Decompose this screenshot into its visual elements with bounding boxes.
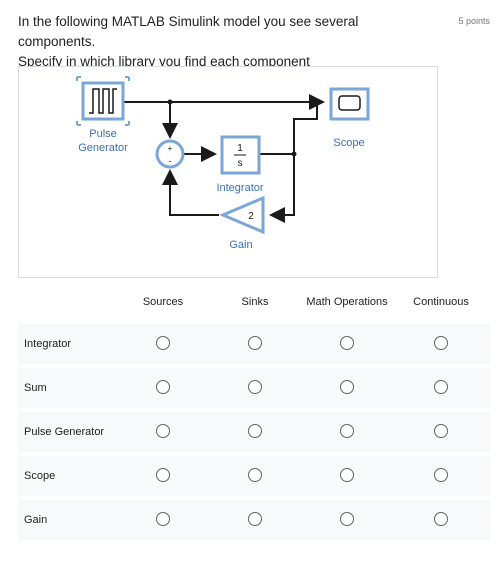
radio-scope-continuous[interactable] bbox=[434, 468, 448, 482]
grid-row-gain: Gain bbox=[18, 500, 490, 540]
row-label: Sum bbox=[24, 382, 47, 394]
radio-scope-sinks[interactable] bbox=[248, 468, 262, 482]
radio-pulse-generator-continuous[interactable] bbox=[434, 424, 448, 438]
radio-sum-continuous[interactable] bbox=[434, 380, 448, 394]
simulink-diagram: Pulse Generator + - 1 s Integrator Scope… bbox=[18, 66, 438, 278]
integrator-denominator: s bbox=[238, 158, 243, 169]
scope-label: Scope bbox=[333, 137, 364, 149]
question-line-2: Specify in which library you find each c… bbox=[18, 54, 310, 69]
column-header-continuous: Continuous bbox=[413, 296, 469, 308]
scope-screen-icon bbox=[338, 95, 361, 111]
scope-block: Scope bbox=[329, 87, 370, 149]
column-header-math-operations: Math Operations bbox=[306, 296, 388, 308]
grid-row-scope: Scope bbox=[18, 456, 490, 496]
radio-integrator-continuous[interactable] bbox=[434, 336, 448, 350]
pulse-wave-icon bbox=[89, 88, 117, 114]
grid-row-sum: Sum bbox=[18, 368, 490, 408]
radio-sum-sources[interactable] bbox=[156, 380, 170, 394]
sum-minus-sign: - bbox=[169, 156, 172, 166]
radio-integrator-math-operations[interactable] bbox=[340, 336, 354, 350]
row-label: Integrator bbox=[24, 338, 72, 350]
radio-sum-sinks[interactable] bbox=[248, 380, 262, 394]
integrator-block: 1 s Integrator bbox=[216, 135, 264, 194]
row-label: Scope bbox=[24, 470, 56, 482]
gain-block: 2 Gain bbox=[219, 195, 265, 251]
row-label: Gain bbox=[24, 514, 48, 526]
pulse-generator-block: Pulse Generator bbox=[76, 76, 130, 154]
grid-row-integrator: Integrator bbox=[18, 324, 490, 364]
radio-gain-continuous[interactable] bbox=[434, 512, 448, 526]
radio-pulse-generator-sources[interactable] bbox=[156, 424, 170, 438]
radio-sum-math-operations[interactable] bbox=[340, 380, 354, 394]
row-label: Pulse Generator bbox=[24, 426, 105, 438]
pulse-label-line2: Generator bbox=[78, 142, 128, 154]
integrator-label: Integrator bbox=[216, 182, 263, 194]
radio-pulse-generator-sinks[interactable] bbox=[248, 424, 262, 438]
simulink-model-svg: Pulse Generator + - 1 s Integrator Scope… bbox=[76, 76, 370, 251]
radio-gain-sources[interactable] bbox=[156, 512, 170, 526]
radio-integrator-sources[interactable] bbox=[156, 336, 170, 350]
column-header-sources: Sources bbox=[142, 296, 184, 308]
integrator-numerator: 1 bbox=[237, 143, 243, 154]
signal-lines bbox=[121, 94, 325, 223]
radio-scope-sources[interactable] bbox=[156, 468, 170, 482]
radio-pulse-generator-math-operations[interactable] bbox=[340, 424, 354, 438]
radio-gain-sinks[interactable] bbox=[248, 512, 262, 526]
grid-row-pulse-generator: Pulse Generator bbox=[18, 412, 490, 452]
radio-integrator-sinks[interactable] bbox=[248, 336, 262, 350]
radio-gain-math-operations[interactable] bbox=[340, 512, 354, 526]
radio-scope-math-operations[interactable] bbox=[340, 468, 354, 482]
gain-label: Gain bbox=[229, 239, 252, 251]
points-label: 5 points bbox=[458, 16, 490, 26]
gain-value: 2 bbox=[248, 211, 254, 222]
sum-plus-sign: + bbox=[168, 144, 173, 153]
pulse-label-line1: Pulse bbox=[89, 128, 117, 140]
question-line-1: In the following MATLAB Simulink model y… bbox=[18, 14, 359, 49]
question-text: In the following MATLAB Simulink model y… bbox=[18, 12, 438, 72]
column-header-sinks: Sinks bbox=[241, 296, 269, 308]
sum-block: + - bbox=[155, 139, 185, 169]
